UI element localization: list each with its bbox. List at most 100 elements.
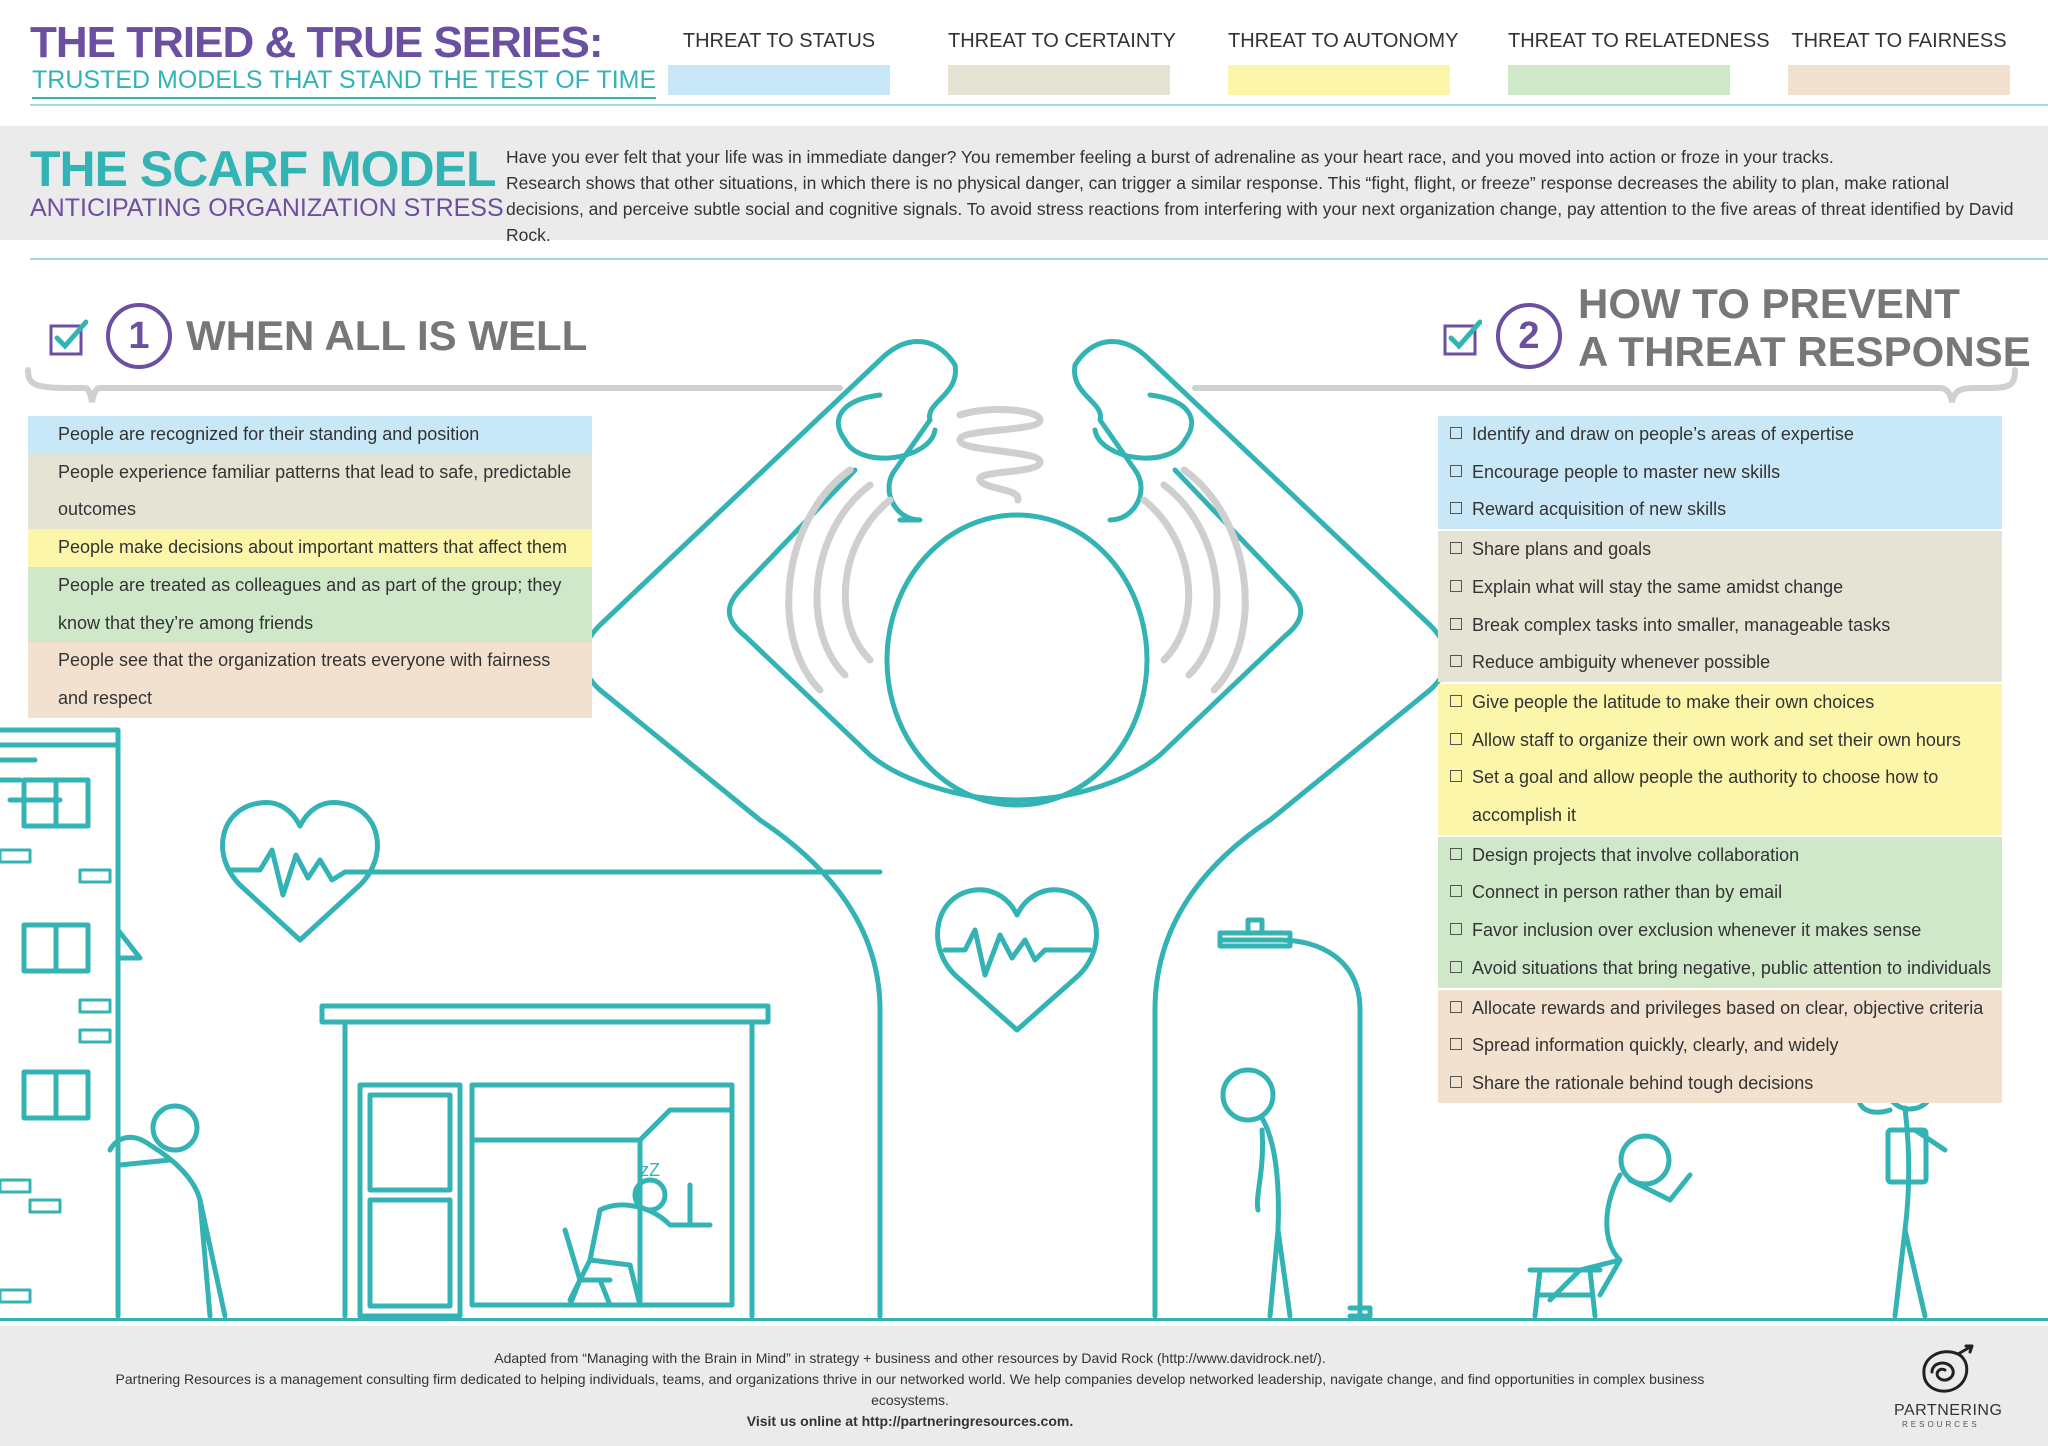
list-item-text: Encourage people to master new skills (1472, 461, 1781, 482)
list-group-fairness: Allocate rewards and privileges based on… (1438, 989, 2002, 1103)
threat-swatch (948, 65, 1170, 95)
list-item: Share the rationale behind tough decisio… (1438, 1065, 2002, 1103)
list-item: accomplish it (1438, 797, 2002, 835)
list-item-text: Break complex tasks into smaller, manage… (1472, 614, 1891, 635)
list-item: Reduce ambiguity whenever possible (1438, 644, 2002, 682)
list-item: People make decisions about important ma… (28, 529, 592, 567)
list-item: Give people the latitude to make their o… (1438, 684, 2002, 722)
list-group-relatedness: Design projects that involve collaborati… (1438, 836, 2002, 988)
list-item: Allocate rewards and privileges based on… (1438, 990, 2002, 1028)
person-sad (1220, 1067, 1276, 1123)
list-item-text: Spread information quickly, clearly, and… (1472, 1035, 1839, 1056)
threat-label: THREAT TO STATUS (682, 30, 876, 52)
list-item-text: Allocate rewards and privileges based on… (1472, 997, 1984, 1018)
list-item-text: Set a goal and allow people the authorit… (1472, 767, 1939, 788)
list-item-text: Reduce ambiguity whenever possible (1472, 652, 1771, 673)
list-item-text: Favor inclusion over exclusion whenever … (1472, 920, 1922, 941)
figure-elbow (835, 392, 938, 461)
list-item: People are recognized for their standing… (28, 416, 592, 454)
person-stool (1618, 1133, 1672, 1187)
figure-elbow (1092, 392, 1195, 461)
checkbox-icon (1450, 923, 1462, 936)
section2-title-line: HOW TO PREVENT (1578, 280, 1960, 327)
checkbox-icon (1450, 655, 1462, 668)
checkbox-icon (1450, 847, 1462, 860)
threat-legend-autonomy: THREAT TO AUTONOMY (1228, 30, 1458, 95)
door (357, 1082, 463, 1319)
list-item-text: accomplish it (1472, 805, 1577, 826)
threat-label: THREAT TO FAIRNESS (1791, 30, 2007, 52)
threat-label: THREAT TO AUTONOMY (1228, 30, 1459, 52)
list-item-text: Avoid situations that bring negative, pu… (1472, 957, 1992, 978)
divider (30, 104, 2048, 106)
brace-left (25, 367, 843, 403)
list-item: Avoid situations that bring negative, pu… (1438, 950, 2002, 988)
checkbox-icon (1450, 542, 1462, 555)
intro-paragraph: Research shows that other situations, in… (506, 173, 2014, 245)
series-subtitle: TRUSTED MODELS THAT STAND THE TEST OF TI… (32, 66, 657, 99)
sleep-text: zZ (640, 1160, 660, 1180)
series-title: THE TRIED & TRUE SERIES: (30, 18, 603, 67)
threat-legend-status: THREAT TO STATUS (668, 30, 890, 95)
shop-window (469, 1082, 735, 1308)
checkbox-icon (1450, 579, 1462, 592)
clipboard (1885, 1127, 1929, 1185)
list-item: Design projects that involve collaborati… (1438, 837, 2002, 875)
list-item-text: Allow staff to organize their own work a… (1472, 729, 1961, 750)
threat-swatch (1228, 65, 1450, 95)
list-item: Explain what will stay the same amidst c… (1438, 569, 2002, 607)
footer-text: Adapted from “Managing with the Brain in… (80, 1348, 1740, 1432)
footer (0, 1326, 2048, 1446)
intro-text: Have you ever felt that your life was in… (506, 144, 2026, 248)
checkbox-icon (1450, 1075, 1462, 1088)
list-item: People see that the organization treats … (28, 642, 592, 718)
model-subtitle: ANTICIPATING ORGANIZATION STRESS (30, 194, 504, 222)
list-item: Set a goal and allow people the authorit… (1438, 759, 2002, 797)
list-item: Break complex tasks into smaller, manage… (1438, 607, 2002, 645)
threat-label: THREAT TO CERTAINTY (948, 30, 1176, 52)
figure-outline (1072, 339, 1450, 1319)
list-item-text: Explain what will stay the same amidst c… (1472, 576, 1844, 597)
house (319, 1003, 771, 1025)
threat-swatch (1508, 65, 1730, 95)
threat-legend-relatedness: THREAT TO RELATEDNESS (1508, 30, 1770, 95)
list-item-text: Identify and draw on people’s areas of e… (1472, 424, 1854, 444)
threat-swatch (1788, 65, 2010, 95)
checkbox-icon (1450, 617, 1462, 630)
checkbox-icon (49, 319, 88, 356)
list-group-autonomy: Give people the latitude to make their o… (1438, 683, 2002, 835)
checkbox-icon (1450, 1038, 1462, 1051)
model-band (0, 126, 2048, 240)
section2-title-line: A THREAT RESPONSE (1578, 328, 2031, 375)
checkbox-icon (1450, 502, 1462, 515)
checkbox-icon (1450, 464, 1462, 477)
checkbox-icon (1450, 1000, 1462, 1013)
list-item: Spread information quickly, clearly, and… (1438, 1027, 2002, 1065)
divider (30, 258, 2048, 260)
well-list: People are recognized for their standing… (28, 416, 592, 718)
section1-title: WHEN ALL IS WELL (186, 312, 588, 359)
heart-icon (935, 887, 1099, 1033)
checkbox-icon (1450, 770, 1462, 783)
checkbox-icon (1450, 694, 1462, 707)
section-number-2: 2 (1496, 303, 1562, 369)
illustration: zZ (0, 339, 2018, 1319)
logo-subname: RESOURCES (1902, 1420, 1980, 1429)
list-item: Share plans and goals (1438, 531, 2002, 569)
list-item: Reward acquisition of new skills (1438, 491, 2002, 529)
list-item-text: Give people the latitude to make their o… (1472, 691, 1875, 712)
footer-line: Adapted from “Managing with the Brain in… (494, 1350, 1326, 1366)
footer-link[interactable]: Visit us online at http://partneringreso… (746, 1413, 1074, 1429)
model-title: THE SCARF MODEL (30, 141, 497, 197)
heart-icon (220, 800, 380, 943)
list-item: People experience familiar patterns that… (28, 453, 592, 530)
list-item: Connect in person rather than by email (1438, 874, 2002, 912)
checkbox-icon (1443, 319, 1482, 356)
list-item-text: Share the rationale behind tough decisio… (1472, 1072, 1814, 1093)
ground-line (0, 1318, 2048, 1321)
section-number-1: 1 (106, 303, 172, 369)
list-item-text: Share plans and goals (1472, 539, 1652, 560)
list-item-text: Connect in person rather than by email (1472, 882, 1783, 903)
left-building (0, 727, 121, 1319)
stress-squiggle (956, 406, 1044, 504)
